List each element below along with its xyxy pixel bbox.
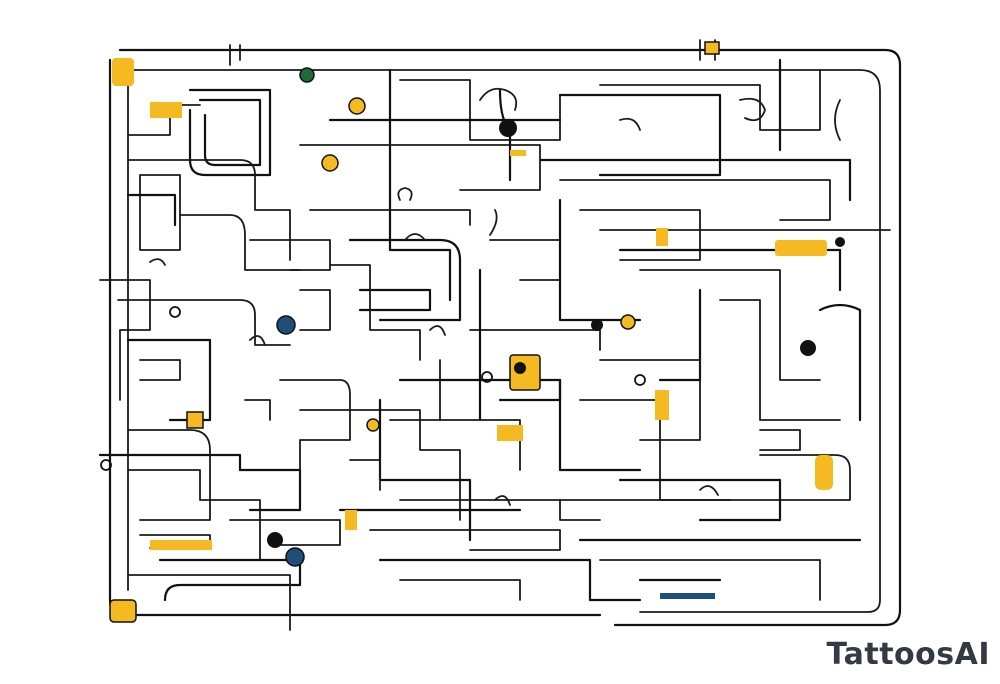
left-circuit-wiring xyxy=(98,88,351,631)
watermark-text: TattoosAI xyxy=(826,637,990,672)
squiggle-marks xyxy=(149,187,719,506)
node-dots xyxy=(100,67,845,599)
yellow-accents xyxy=(109,41,833,623)
right-circuit-wiring xyxy=(538,58,891,601)
center-circuit-wiring xyxy=(249,68,642,602)
